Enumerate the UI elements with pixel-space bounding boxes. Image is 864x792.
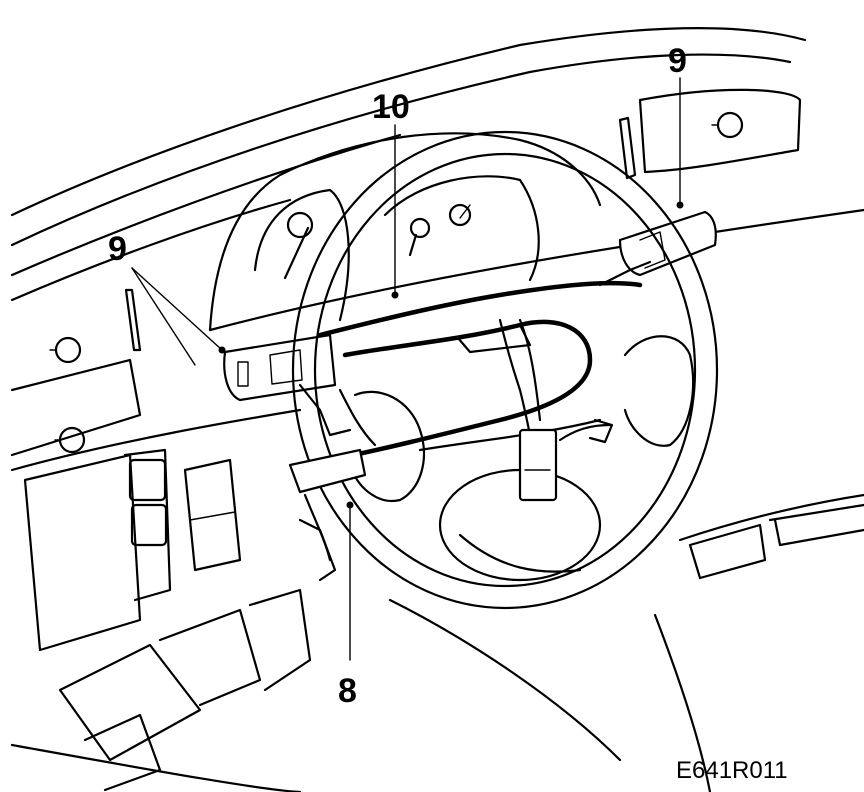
dashboard-outline [10,26,864,792]
leader-lines [131,77,684,661]
callout-9-left: 9 [108,230,127,268]
wiring-harness-icon [317,280,643,463]
combination-switch-right-stalk [598,210,717,287]
instrument-gauge-icon [283,211,314,280]
callout-8: 8 [338,672,357,710]
instrument-cluster [208,132,602,332]
steering-wheel-icon [291,130,719,610]
combination-switch-left-stalk [223,333,352,437]
callout-10: 10 [372,88,410,126]
connector-plug-icon [288,428,558,582]
callout-9-right: 9 [668,42,687,80]
figure-reference-id: E641R011 [676,757,788,784]
left-dash-panel [10,288,312,792]
right-dash-panel [618,88,864,580]
